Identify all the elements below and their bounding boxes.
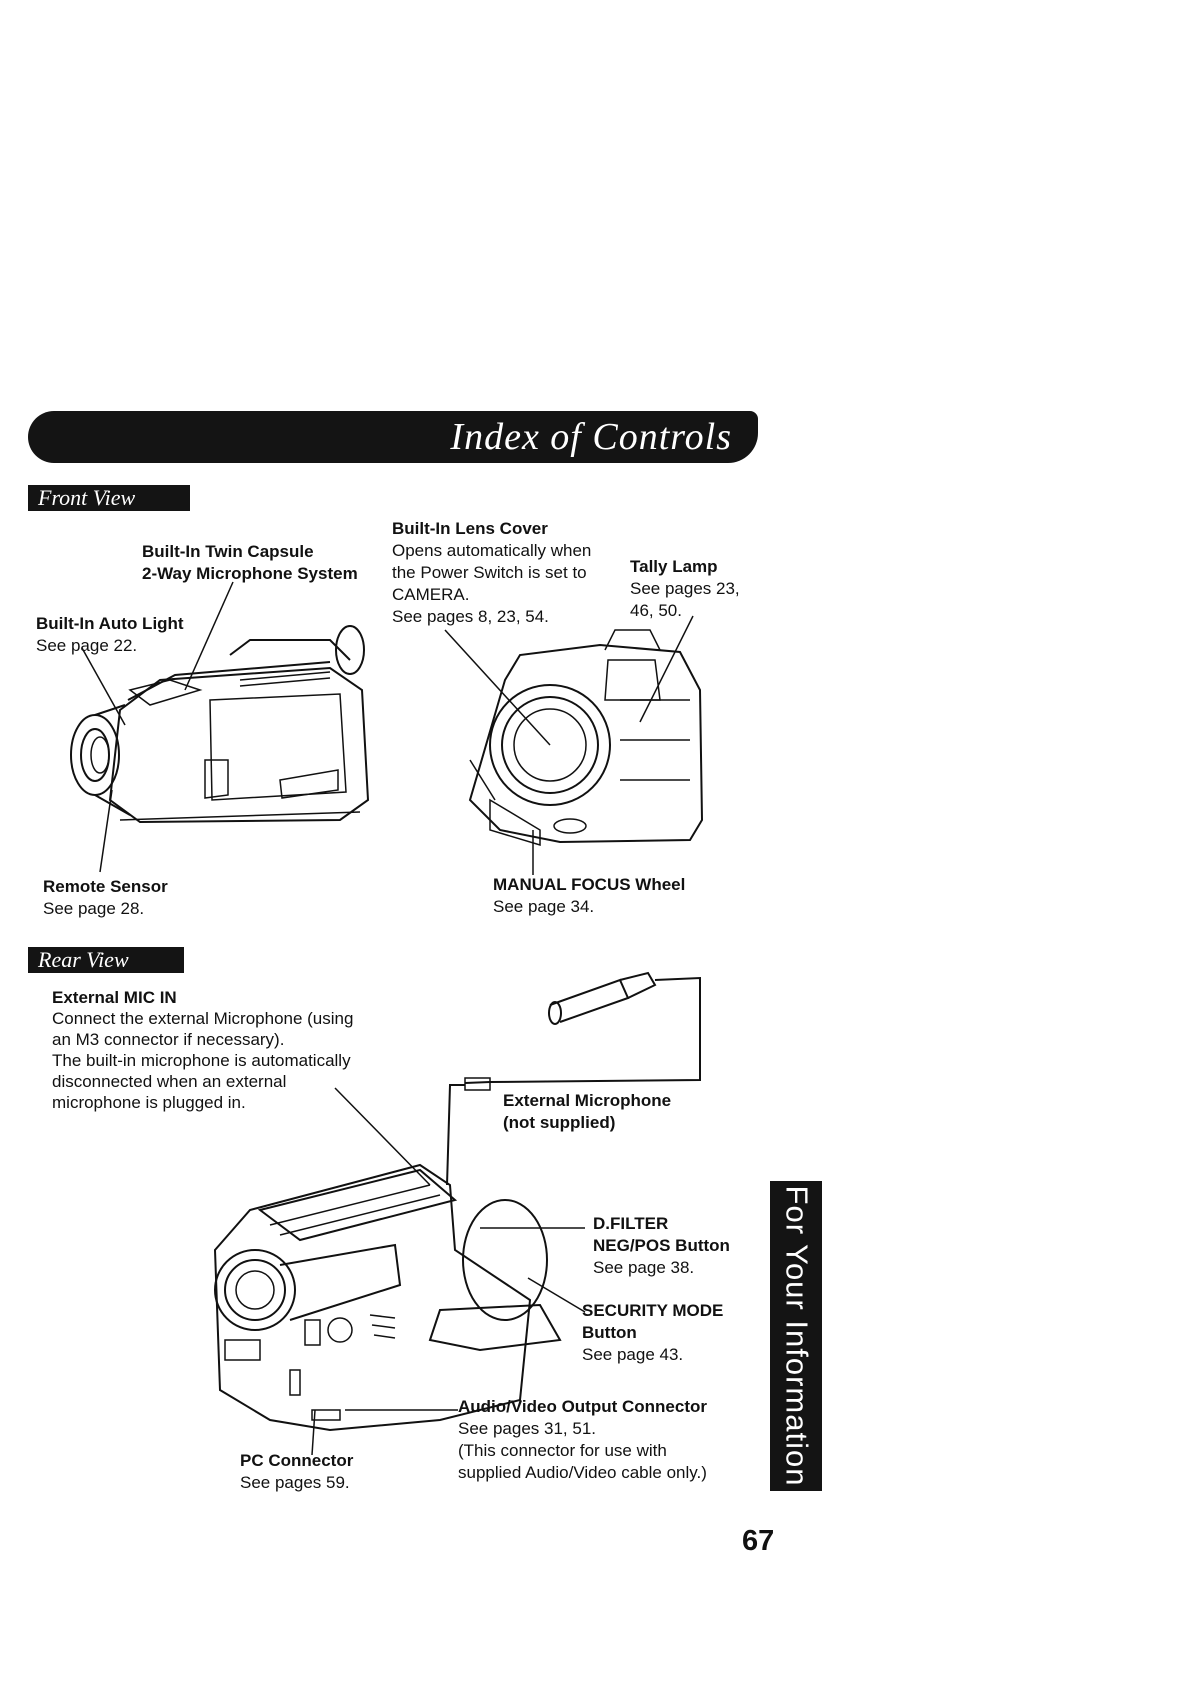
tally-lamp-line-2: 46, 50. <box>630 601 682 620</box>
lens-cover-line-2: the Power Switch is set to <box>392 563 587 582</box>
mic-in-line-3: The built-in microphone is automatically <box>52 1051 351 1070</box>
manual-focus-desc: See page 34. <box>493 897 595 916</box>
rear-camera-illustration <box>213 1163 562 1432</box>
security-mode-title-2: Button <box>582 1323 637 1342</box>
tally-lamp-title: Tally Lamp <box>630 557 718 576</box>
front-view-label: Front View <box>28 485 190 511</box>
mic-in-title: External MIC IN <box>52 988 177 1007</box>
mic-in-line-1: Connect the external Microphone (using <box>52 1009 354 1028</box>
auto-light-desc: See page 22. <box>36 636 138 655</box>
side-tab-label: For Your Information <box>779 1185 815 1487</box>
av-output-line-2: (This connector for use with <box>458 1441 667 1460</box>
external-microphone-illustration <box>446 971 701 1186</box>
page-title: Index of Controls <box>450 416 732 458</box>
dfilter-desc: See page 38. <box>593 1258 695 1277</box>
pc-connector-title: PC Connector <box>240 1451 354 1470</box>
title-bar: Index of Controls <box>28 411 758 463</box>
security-mode-title: SECURITY MODE <box>582 1301 724 1320</box>
dfilter-title: D.FILTER <box>593 1214 669 1233</box>
auto-light-title: Built-In Auto Light <box>36 614 184 633</box>
lens-cover-line-3: CAMERA. <box>392 585 470 604</box>
twin-mic-title: Built-In Twin Capsule <box>142 542 314 561</box>
tally-lamp-line-1: See pages 23, <box>630 579 740 598</box>
mic-in-line-2: an M3 connector if necessary). <box>52 1030 285 1049</box>
mic-in-line-4: disconnected when an external <box>52 1072 287 1091</box>
rear-view-label: Rear View <box>28 947 184 973</box>
front-camera-front-illustration <box>468 629 704 847</box>
av-output-title: Audio/Video Output Connector <box>458 1397 707 1416</box>
manual-focus-title: MANUAL FOCUS Wheel <box>493 875 686 894</box>
front-camera-side-illustration <box>70 625 370 824</box>
page-number: 67 <box>742 1525 775 1557</box>
external-mic-title: External Microphone <box>503 1091 672 1110</box>
lens-cover-title: Built-In Lens Cover <box>392 519 548 538</box>
lens-cover-line-1: Opens automatically when <box>392 541 592 560</box>
external-mic-subtitle: (not supplied) <box>503 1113 616 1132</box>
dfilter-title-2: NEG/POS Button <box>593 1236 730 1255</box>
mic-in-line-5: microphone is plugged in. <box>52 1093 246 1112</box>
pc-connector-desc: See pages 59. <box>240 1473 350 1492</box>
lens-cover-line-4: See pages 8, 23, 54. <box>392 607 549 626</box>
security-mode-desc: See page 43. <box>582 1345 684 1364</box>
remote-sensor-title: Remote Sensor <box>43 877 168 896</box>
remote-sensor-desc: See page 28. <box>43 899 145 918</box>
side-tab: For Your Information <box>770 1181 822 1491</box>
twin-mic-title-2: 2-Way Microphone System <box>142 564 358 583</box>
av-output-line-1: See pages 31, 51. <box>458 1419 597 1438</box>
av-output-line-3: supplied Audio/Video cable only.) <box>458 1463 707 1482</box>
